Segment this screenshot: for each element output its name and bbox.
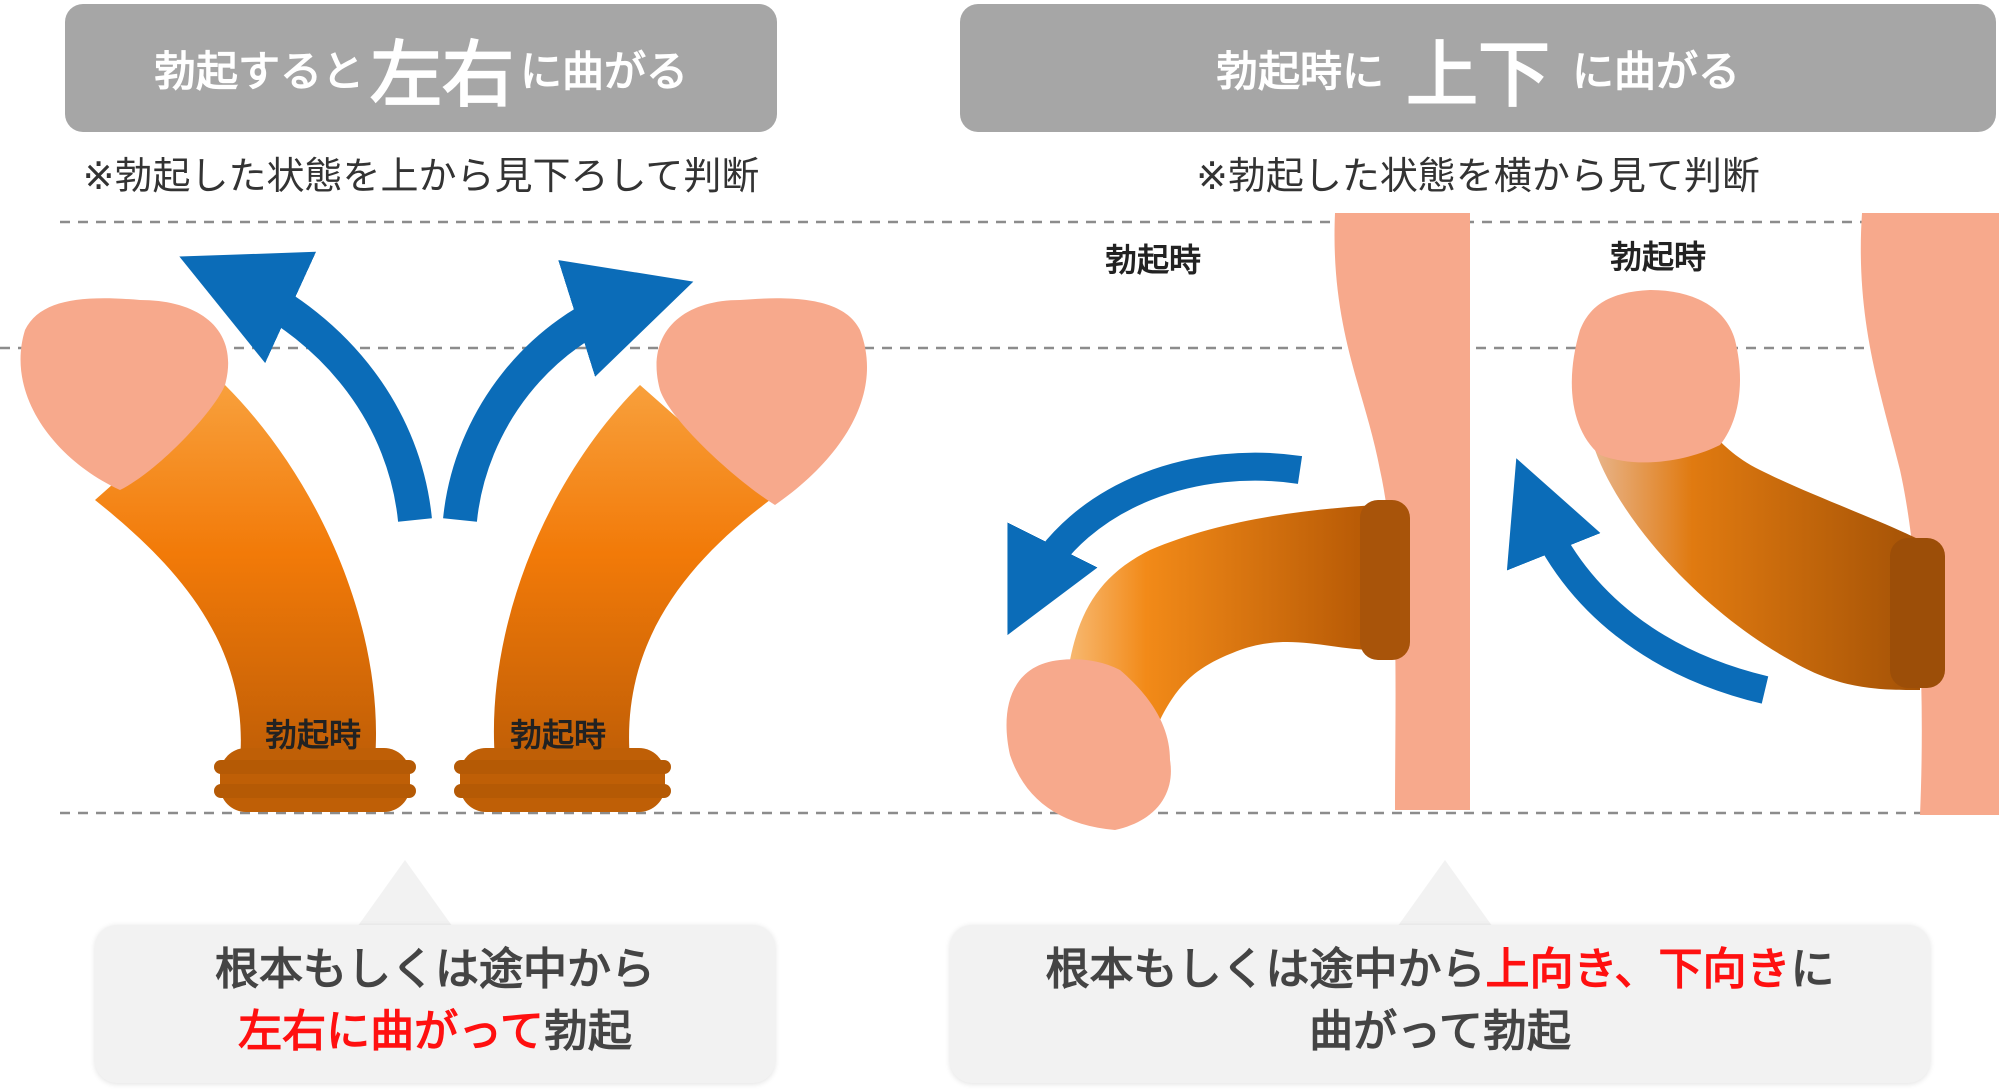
glans-right bbox=[656, 298, 868, 505]
left-shaft-label-2: 勃起時 bbox=[510, 716, 607, 754]
left-callout-line2: 左右に曲がって勃起 bbox=[95, 1001, 775, 1063]
callout-pointer-right bbox=[1395, 860, 1495, 930]
left-callout-box: 根本もしくは途中から 左右に曲がって勃起 bbox=[95, 925, 775, 1083]
glans-left bbox=[20, 298, 229, 490]
base-ring-left bbox=[220, 748, 410, 812]
right-callout-box: 根本もしくは途中から上向き、下向きに 曲がって勃起 bbox=[950, 925, 1930, 1083]
left-note: ※勃起した状態を上から見下ろして判断 bbox=[82, 154, 760, 198]
callout-pointer-left bbox=[355, 860, 455, 930]
arrow-up-right bbox=[443, 260, 694, 522]
right-title-pill: 勃起時に 上下 に曲がる bbox=[960, 4, 1996, 132]
figure-bend-right bbox=[454, 298, 868, 812]
right-title-suffix: に曲がる bbox=[1572, 46, 1741, 96]
shaft-right bbox=[493, 385, 770, 760]
right-title-prefix: 勃起時に bbox=[1215, 46, 1384, 96]
right-callout-line1: 根本もしくは途中から上向き、下向きに bbox=[950, 939, 1930, 1001]
arrow-up-left bbox=[179, 251, 432, 522]
left-callout-emphasis: 左右に曲がって bbox=[238, 1006, 544, 1057]
shaft-up bbox=[1595, 400, 1920, 690]
base-ring-down bbox=[1360, 500, 1410, 660]
right-figure2-label: 勃起時 bbox=[1610, 238, 1707, 276]
base-ring-up bbox=[1890, 538, 1945, 688]
left-title-suffix: に曲がる bbox=[520, 46, 689, 96]
right-title-emphasis: 上下 bbox=[1405, 32, 1550, 117]
shaft-left bbox=[95, 385, 377, 760]
right-callout-sep: 、 bbox=[1614, 944, 1659, 995]
body-silhouette-2 bbox=[1860, 213, 1999, 815]
left-title-emphasis: 左右 bbox=[369, 32, 514, 117]
base-ring-right bbox=[460, 748, 665, 812]
left-callout-line1: 根本もしくは途中から bbox=[215, 944, 655, 995]
figure-bend-up bbox=[1571, 290, 1945, 690]
figure-bend-left bbox=[20, 298, 416, 812]
shaft-down bbox=[1070, 505, 1375, 720]
left-callout-rest: 勃起 bbox=[543, 1006, 632, 1057]
right-callout-suffix: に bbox=[1790, 944, 1835, 995]
right-note: ※勃起した状態を横から見て判断 bbox=[1196, 154, 1760, 198]
right-callout-line2: 曲がって勃起 bbox=[1309, 1006, 1571, 1057]
left-title-prefix: 勃起すると bbox=[153, 46, 364, 96]
left-title-pill: 勃起すると 左右 に曲がる bbox=[65, 4, 777, 132]
arrow-down-curve bbox=[1007, 452, 1303, 636]
glans-down bbox=[1006, 659, 1171, 830]
left-shaft-label-1: 勃起時 bbox=[265, 716, 362, 754]
arrow-up-curve bbox=[1506, 458, 1769, 704]
right-callout-red-up: 上向き bbox=[1485, 944, 1615, 995]
figure-bend-down bbox=[1006, 500, 1410, 830]
right-callout-red-down: 下向き bbox=[1658, 944, 1791, 995]
glans-up bbox=[1571, 290, 1740, 463]
right-callout-prefix: 根本もしくは途中から bbox=[1045, 944, 1486, 995]
right-figure1-label: 勃起時 bbox=[1105, 241, 1202, 279]
